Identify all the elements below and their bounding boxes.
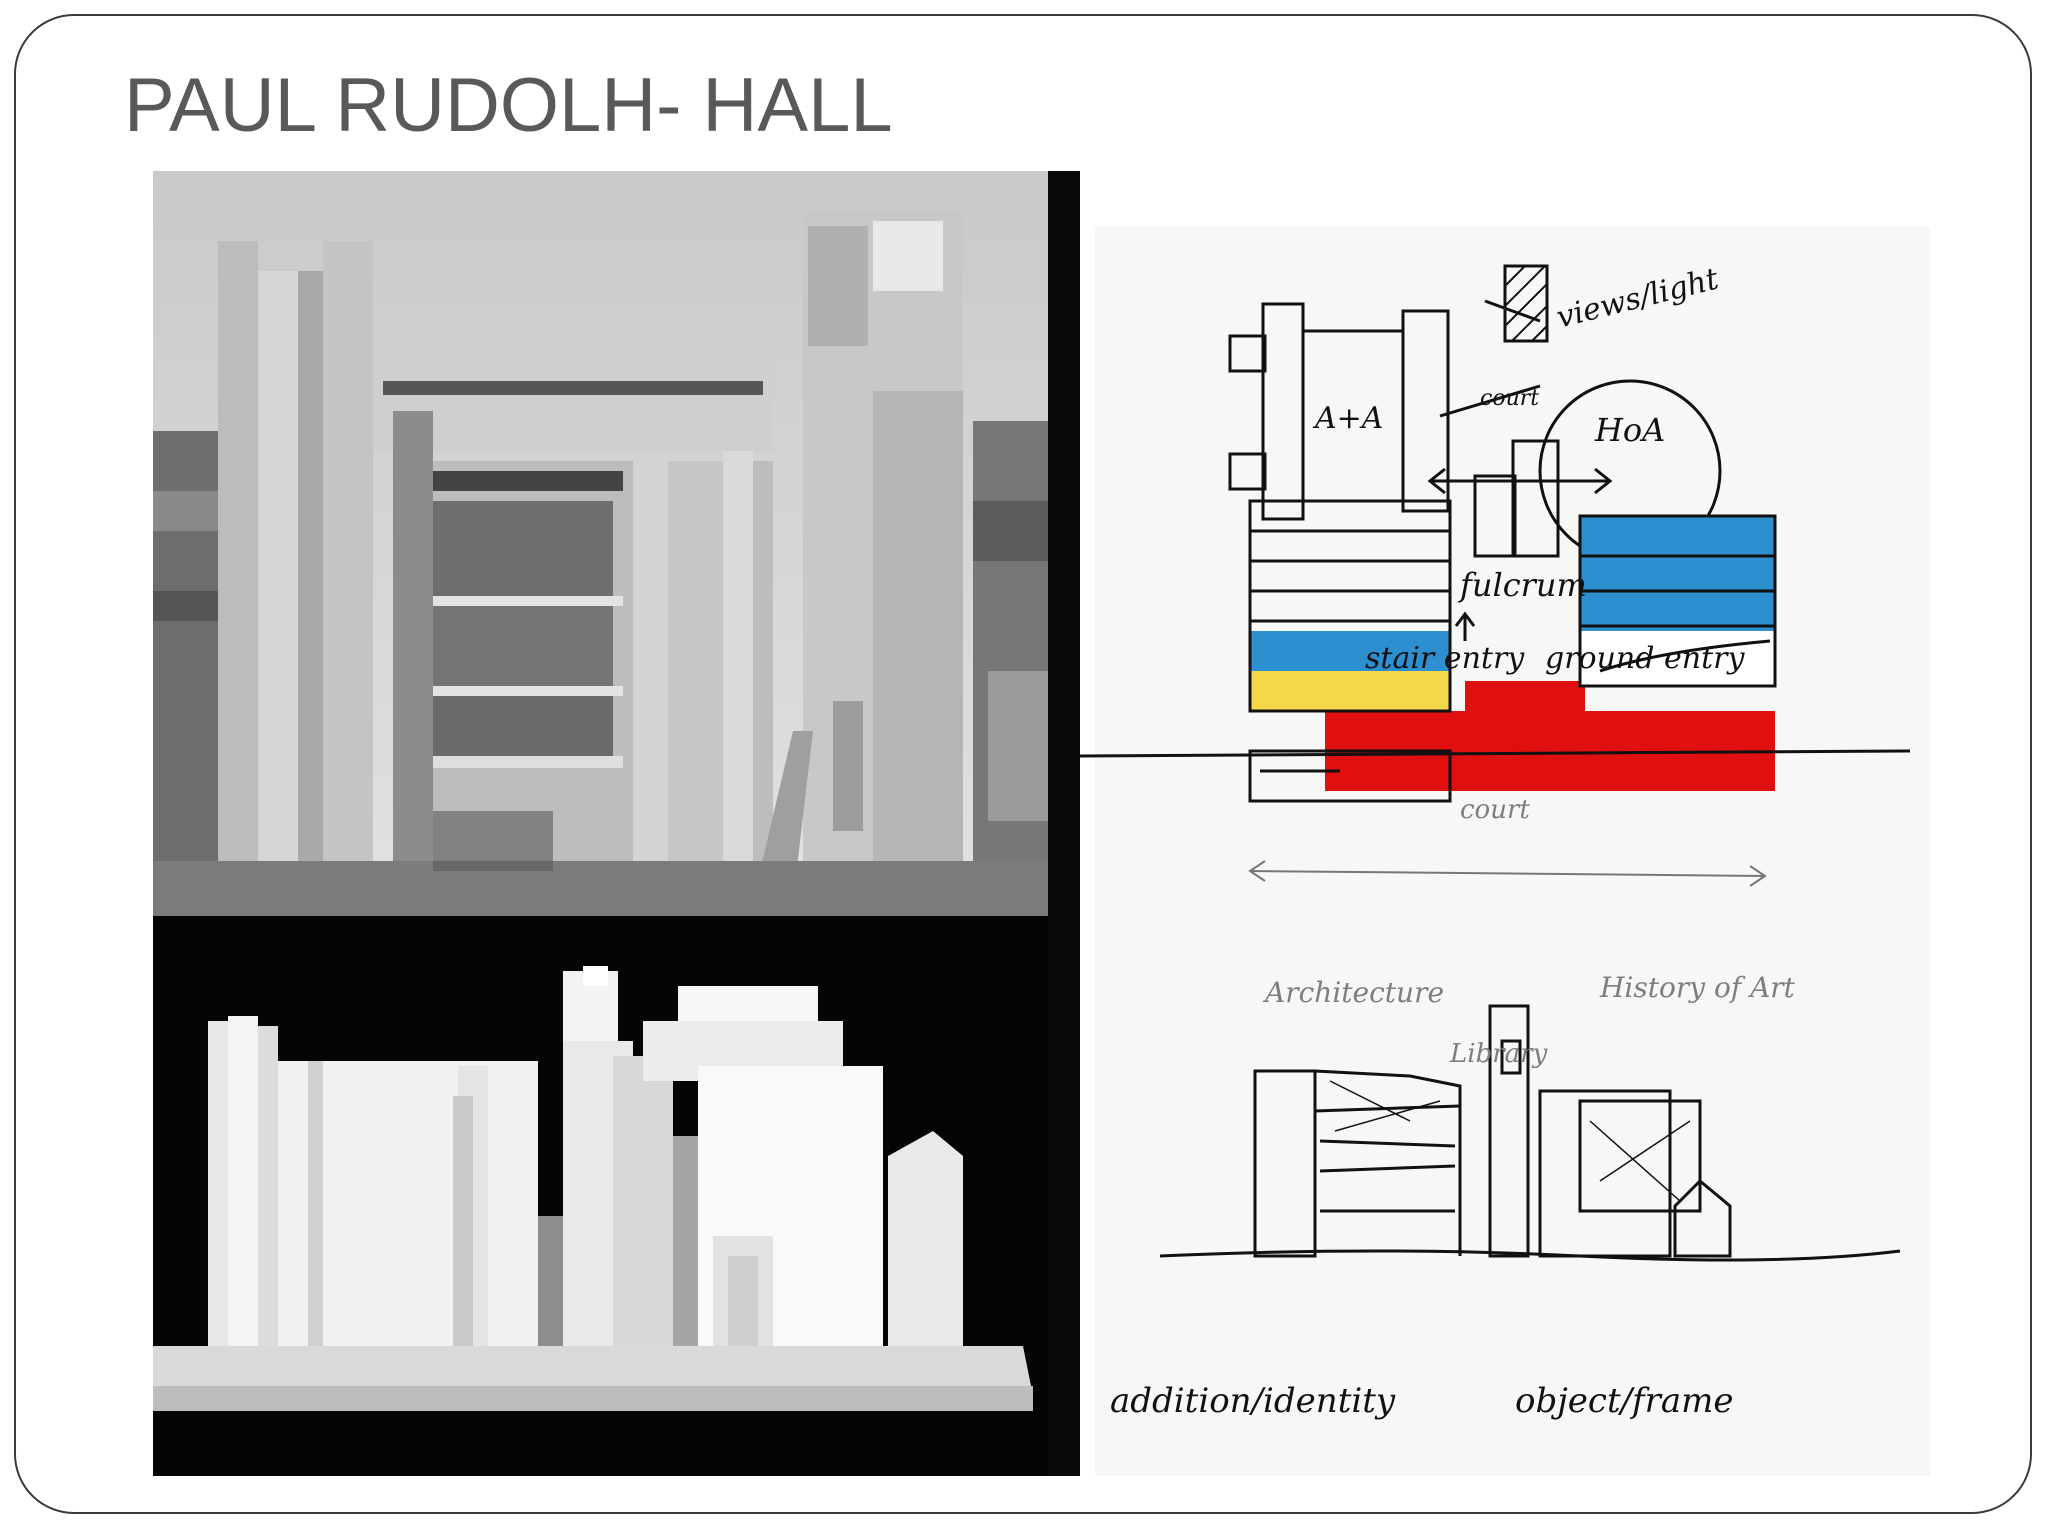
label-ground-entry: ground entry	[1545, 641, 1745, 676]
label-addition-identity: addition/identity	[1110, 1381, 1396, 1421]
building-model-photo	[153, 916, 1048, 1476]
building-model-drawing	[153, 916, 1048, 1476]
label-hoa: HoA	[1595, 411, 1666, 449]
elevation-sketch	[1159, 1004, 1901, 1262]
hatch-lines	[1504, 265, 1548, 342]
elevation-scribbles	[1329, 1080, 1691, 1202]
label-fulcrum: fulcrum	[1460, 566, 1587, 604]
building-photo	[153, 171, 1048, 916]
label-object-frame: object/frame	[1515, 1381, 1734, 1421]
section-sketch	[1080, 499, 1911, 887]
building-photo-drawing	[153, 171, 1048, 916]
label-section-court: court	[1460, 795, 1530, 825]
sketch-panel: A+A HoA court views/light fulcrum stair …	[1080, 171, 1930, 1476]
image-composite: A+A HoA court views/light fulcrum stair …	[153, 171, 1930, 1476]
sketch-paper	[1095, 226, 1930, 1476]
sketch-drawings	[1080, 264, 1911, 1262]
label-library: Library	[1450, 1039, 1548, 1069]
label-plan-court: court	[1480, 386, 1540, 411]
label-aa: A+A	[1315, 401, 1384, 436]
hatched-square	[1503, 264, 1549, 343]
label-architecture: Architecture	[1265, 976, 1445, 1009]
slide-title: PAUL RUDOLH- HALL	[124, 63, 893, 148]
label-history-of-art: History of Art	[1600, 971, 1795, 1004]
panel-divider	[1048, 171, 1080, 1476]
label-stair-entry: stair entry	[1365, 641, 1525, 676]
